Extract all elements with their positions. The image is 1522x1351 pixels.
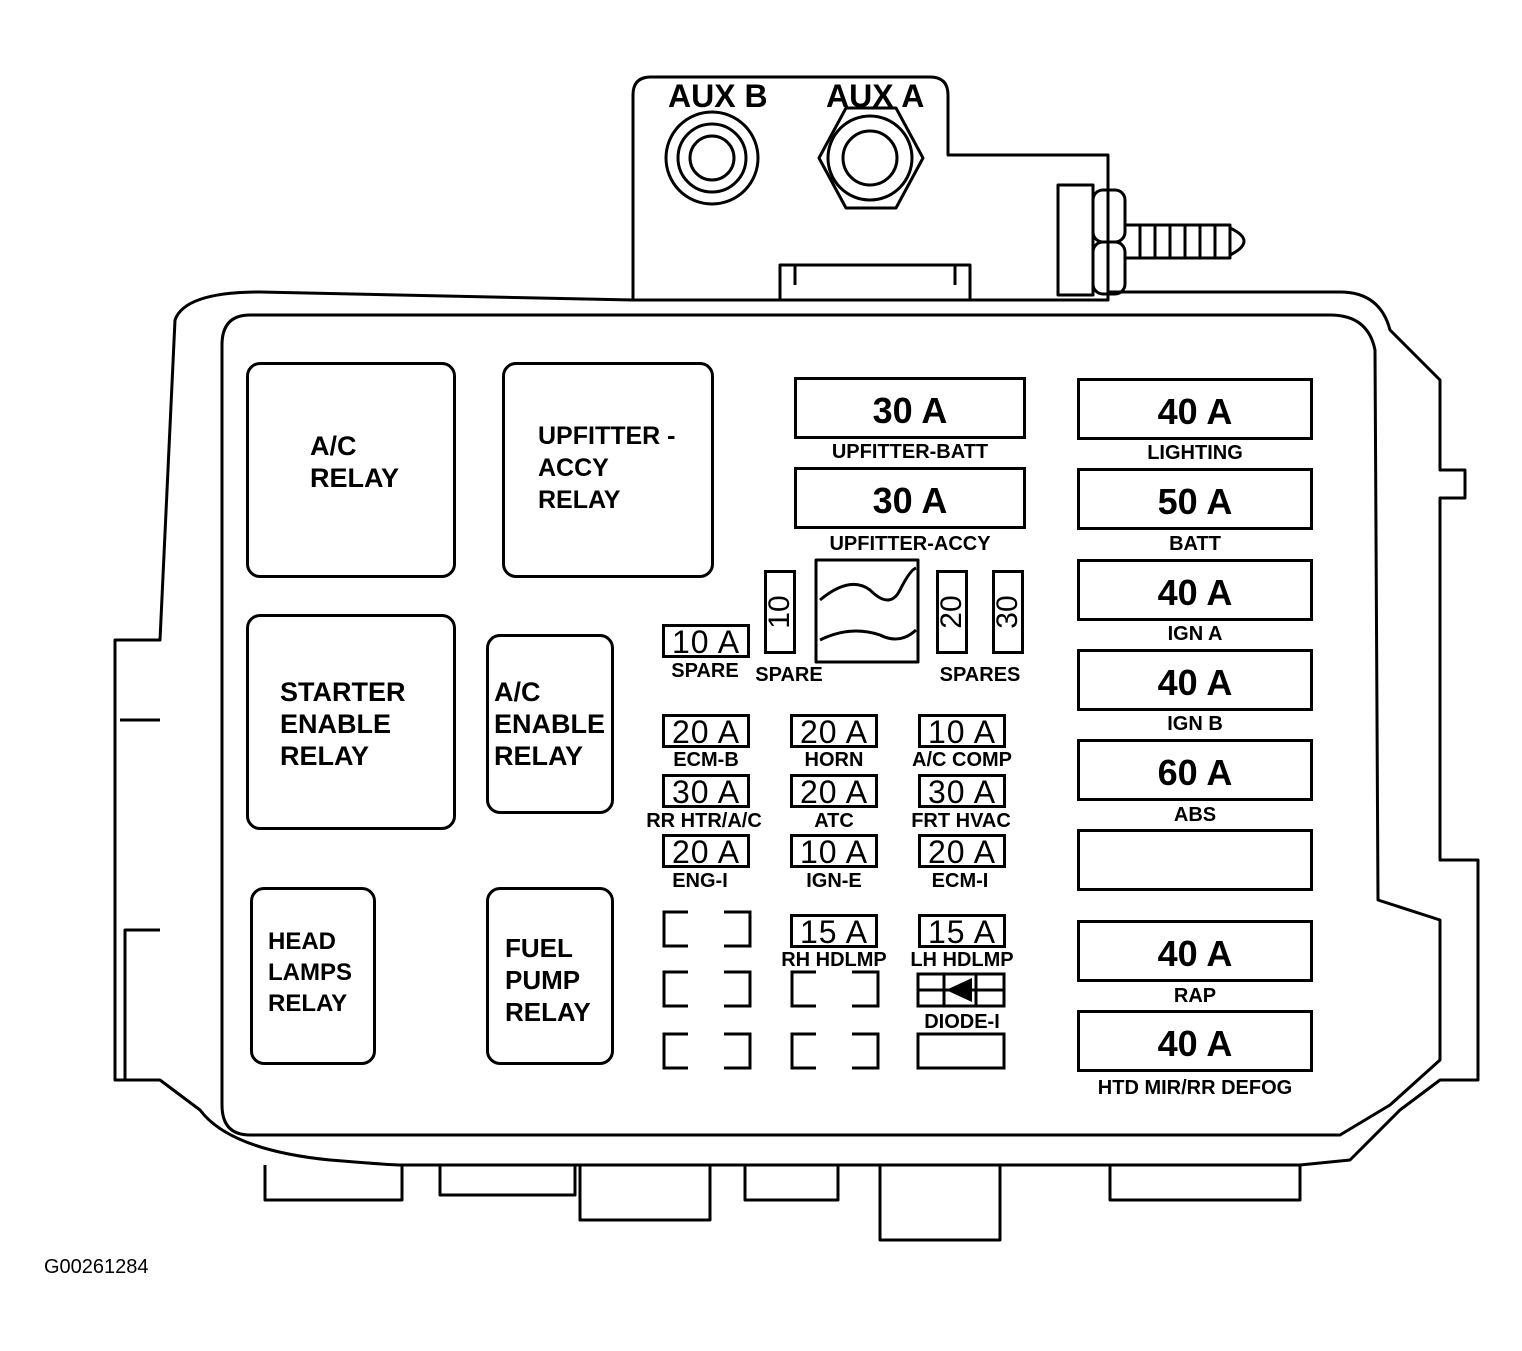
relay-fuel-pump-label: FUEL PUMP RELAY [505,933,591,1027]
fuse-abs-rating: 60 A [1157,752,1233,793]
fuse-spare-mini-label: SPARE [671,660,739,682]
fuse-batt-label: BATT [1169,533,1221,555]
fuse-ecm-i[interactable]: 20 A [918,834,1006,868]
fuse-empty-slot[interactable] [1077,829,1313,891]
fuse-spare-20-rating: 20 [935,595,968,629]
fuse-spare-30-rating: 30 [991,595,1024,629]
fuse-batt[interactable]: 50 A [1077,468,1313,530]
fuse-atc[interactable]: 20 A [790,774,878,808]
fuse-spares-label: SPARES [939,664,1021,686]
diode-icon[interactable] [916,970,1006,1010]
fuse-ign-e[interactable]: 10 A [790,834,878,868]
fuse-eng-i-rating: 20 A [671,834,741,870]
relay-ac[interactable] [246,362,456,578]
fuse-rr-htr-ac[interactable]: 30 A [662,774,750,808]
relay-fuel-pump[interactable] [486,887,614,1065]
relay-upfitter-accy[interactable] [502,362,714,578]
fuse-ign-e-rating: 10 A [799,834,869,870]
fuse-spare-10[interactable]: 10 [763,570,796,654]
fuse-lh-hdlmp-rating: 15 A [927,914,997,950]
fuse-rh-hdlmp-rating: 15 A [799,914,869,950]
fuse-ign-b-rating: 40 A [1157,662,1233,703]
fuse-htd-mir-rr-defog-rating: 40 A [1157,1023,1233,1064]
aux-a-label: AUX A [826,78,925,114]
fuse-ac-comp-rating: 10 A [927,714,997,750]
relay-head-lamps[interactable] [250,887,376,1065]
fuse-horn[interactable]: 20 A [790,714,878,748]
fuse-ecm-i-label: ECM-I [931,870,989,892]
fuse-upfitter-accy[interactable]: 30 A [794,467,1026,529]
fuse-ign-b[interactable]: 40 A [1077,649,1313,711]
fuse-rap-rating: 40 A [1157,933,1233,974]
relay-ac-label: A/C RELAY [310,431,400,493]
fuse-ac-comp[interactable]: 10 A [918,714,1006,748]
fuse-atc-label: ATC [814,810,854,832]
fuse-eng-i-label: ENG-I [672,870,728,892]
fuse-batt-rating: 50 A [1157,481,1233,522]
diode-label: DIODE-I [924,1011,1000,1033]
fuse-spare-30[interactable]: 30 [991,570,1024,654]
fuse-ign-a-rating: 40 A [1157,572,1233,613]
fuse-rap[interactable]: 40 A [1077,920,1313,982]
fuse-ign-a[interactable]: 40 A [1077,559,1313,621]
fuse-frt-hvac-rating: 30 A [927,774,997,810]
fuse-ecm-b-rating: 20 A [671,714,741,750]
fuse-frt-hvac-label: FRT HVAC [911,810,1011,832]
fuse-upfitter-batt[interactable]: 30 A [794,377,1026,439]
fuse-spare-20[interactable]: 20 [935,570,968,654]
fuse-upfitter-batt-label: UPFITTER-BATT [831,441,989,463]
fuse-ecm-i-rating: 20 A [927,834,997,870]
fuse-ign-a-label: IGN A [1167,623,1223,645]
fuse-eng-i[interactable]: 20 A [662,834,750,868]
fuse-rap-label: RAP [1173,985,1217,1007]
fuse-lh-hdlmp-label: LH HDLMP [910,949,1014,971]
fuse-spare-10-rating: 10 [763,595,796,629]
fuse-horn-rating: 20 A [799,714,869,750]
fuse-htd-mir-rr-defog[interactable]: 40 A [1077,1010,1313,1072]
fuse-abs[interactable]: 60 A [1077,739,1313,801]
relay-head-lamps-label: HEAD LAMPS RELAY [268,928,352,1017]
fuse-spare-mini[interactable]: 10 A [662,624,750,658]
fuse-abs-label: ABS [1173,804,1217,826]
fuse-atc-rating: 20 A [799,774,869,810]
fuse-upfitter-batt-rating: 30 A [872,390,948,431]
fuse-rr-htr-ac-label: RR HTR/A/C [646,810,762,832]
fuse-ecm-b[interactable]: 20 A [662,714,750,748]
fuse-lighting[interactable]: 40 A [1077,378,1313,440]
fuse-lighting-label: LIGHTING [1147,442,1243,464]
fuse-htd-mir-rr-defog-label: HTD MIR/RR DEFOG [1097,1077,1293,1099]
aux-b-label: AUX B [668,78,768,114]
fuse-ign-b-label: IGN B [1167,713,1223,735]
fuse-rh-hdlmp-label: RH HDLMP [781,949,887,971]
fuse-ign-e-label: IGN-E [806,870,862,892]
fuse-lighting-rating: 40 A [1157,391,1233,432]
fuse-upfitter-accy-rating: 30 A [872,480,948,521]
fuse-lh-hdlmp[interactable]: 15 A [918,914,1006,948]
fuse-spare-mini-rating: 10 A [671,624,741,660]
relay-starter-enable[interactable] [246,614,456,830]
fuse-frt-hvac[interactable]: 30 A [918,774,1006,808]
fuse-ac-comp-label: A/C COMP [912,749,1012,771]
fuse-horn-label: HORN [804,749,864,771]
relay-starter-enable-label: STARTER ENABLE RELAY [280,677,406,771]
fuse-rh-hdlmp[interactable]: 15 A [790,914,878,948]
reference-code: G00261284 [44,1256,149,1278]
relay-ac-enable-label: A/C ENABLE RELAY [494,677,606,771]
relay-ac-enable[interactable] [486,634,614,814]
fuse-upfitter-accy-label: UPFITTER-ACCY [829,533,991,555]
fuse-rr-htr-ac-rating: 30 A [671,774,741,810]
fuse-ecm-b-label: ECM-B [673,749,739,771]
fuse-spare-10-label: SPARE [755,664,823,686]
relay-upfitter-accy-label: UPFITTER - ACCY RELAY [538,422,676,514]
